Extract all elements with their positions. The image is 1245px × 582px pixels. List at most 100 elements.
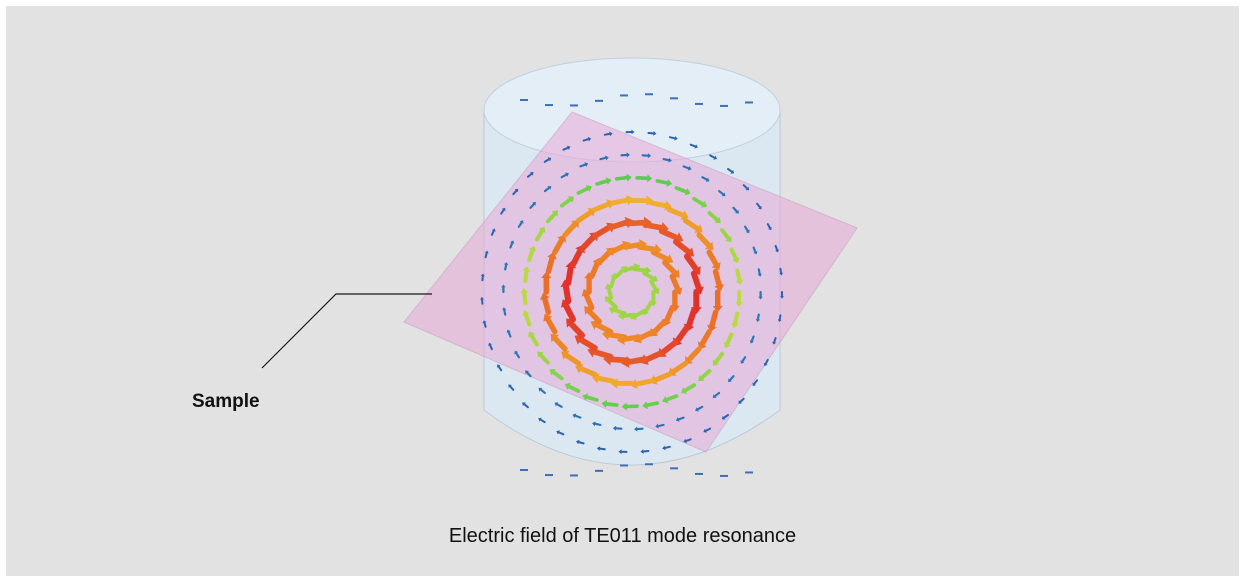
field-arrow: [735, 268, 742, 283]
field-arrow: [742, 184, 749, 190]
field-arrow-head: [768, 226, 772, 231]
field-arrow: [709, 309, 719, 329]
field-arrow-head: [514, 188, 519, 193]
field-arrow: [683, 253, 700, 273]
field-arrow-head: [735, 279, 744, 285]
field-arrow-head: [780, 296, 784, 299]
field-arrow-head: [735, 302, 743, 307]
field-arrow-head: [601, 399, 607, 408]
field-arrow: [558, 431, 565, 436]
field-arrow: [592, 201, 611, 213]
field-arrow: [674, 324, 690, 344]
field-arrow: [545, 211, 557, 224]
field-arrow-head: [538, 417, 542, 422]
field-arrow: [512, 189, 518, 196]
field-arrow-head: [698, 374, 705, 381]
field-arrow: [686, 307, 697, 329]
field-arrow: [725, 332, 734, 346]
field-arrow: [713, 391, 721, 398]
field-arrow-head: [700, 200, 708, 208]
field-arrow-head: [703, 428, 707, 433]
field-arrow-head: [666, 179, 673, 187]
field-arrow: [596, 249, 613, 266]
field-arrow-head: [763, 362, 768, 367]
field-arrow-head: [675, 417, 680, 422]
field-arrow: [732, 206, 738, 213]
field-arrow-head: [772, 341, 777, 345]
field-arrow-head: [541, 271, 552, 278]
field-arrow: [552, 335, 568, 352]
field-arrow: [648, 200, 668, 209]
field-arrow-head: [501, 207, 506, 212]
field-arrow: [562, 146, 569, 151]
field-arrow: [576, 209, 593, 224]
field-arrow-head: [664, 200, 672, 211]
field-arrow-head: [621, 402, 627, 411]
field-arrow-head: [592, 421, 596, 427]
field-arrow: [764, 358, 769, 365]
field-arrow-head: [694, 224, 703, 233]
field-arrow: [650, 249, 670, 262]
field-arrow: [610, 197, 630, 206]
field-arrow: [523, 269, 529, 284]
field-arrow: [660, 339, 679, 356]
field-arrow-head: [608, 305, 616, 314]
field-arrow: [522, 290, 528, 305]
field-arrow: [665, 394, 679, 402]
field-arrow-head: [609, 131, 613, 137]
field-arrow: [614, 267, 626, 279]
field-arrow: [668, 136, 676, 140]
field-arrow-head: [547, 186, 552, 190]
field-arrow-head: [482, 320, 487, 324]
field-arrow: [713, 351, 725, 364]
field-arrow: [489, 344, 493, 351]
field-arrow: [621, 334, 643, 342]
field-arrow-head: [745, 186, 750, 191]
electric-field-arrows: [480, 93, 784, 477]
field-arrow-head: [723, 342, 731, 349]
field-arrow: [686, 346, 702, 363]
field-arrow: [709, 154, 716, 159]
field-arrow: [583, 292, 595, 311]
field-arrow: [567, 384, 581, 393]
field-arrow: [596, 375, 616, 384]
field-arrow-head: [488, 342, 492, 346]
field-arrow-head: [668, 157, 672, 163]
field-arrow-head: [634, 426, 638, 432]
field-arrow-head: [653, 131, 657, 136]
field-arrow: [756, 202, 761, 209]
field-arrow: [504, 263, 508, 271]
field-arrow: [592, 224, 612, 239]
field-arrow-head: [564, 382, 571, 390]
field-arrow-head: [779, 272, 784, 276]
field-arrow-head: [728, 378, 732, 383]
field-arrow-head: [745, 229, 750, 234]
field-arrow: [757, 268, 761, 276]
field-arrow: [778, 314, 782, 321]
field-arrow: [677, 416, 685, 421]
field-arrow-head: [572, 413, 577, 419]
field-arrow-head: [647, 174, 653, 183]
field-arrow: [509, 385, 515, 391]
field-arrow-head: [687, 165, 692, 171]
field-arrow: [624, 219, 648, 227]
field-arrow: [712, 268, 722, 288]
field-arrow-head: [584, 162, 589, 167]
field-arrow: [503, 308, 507, 316]
field-arrow: [732, 311, 740, 326]
field-arrow: [603, 132, 611, 136]
field-arrow: [606, 297, 618, 310]
field-arrow-head: [561, 299, 571, 308]
field-arrow-head: [653, 287, 660, 295]
field-arrow: [664, 304, 675, 324]
field-arrow: [621, 242, 643, 250]
field-arrow: [774, 244, 779, 251]
field-arrow: [766, 223, 771, 229]
field-arrow-head: [612, 425, 617, 431]
field-arrow: [595, 179, 609, 186]
field-arrow: [642, 222, 665, 231]
field-arrow: [562, 302, 576, 323]
field-arrow: [653, 371, 672, 383]
field-arrow: [609, 275, 616, 289]
field-arrow: [704, 427, 712, 432]
